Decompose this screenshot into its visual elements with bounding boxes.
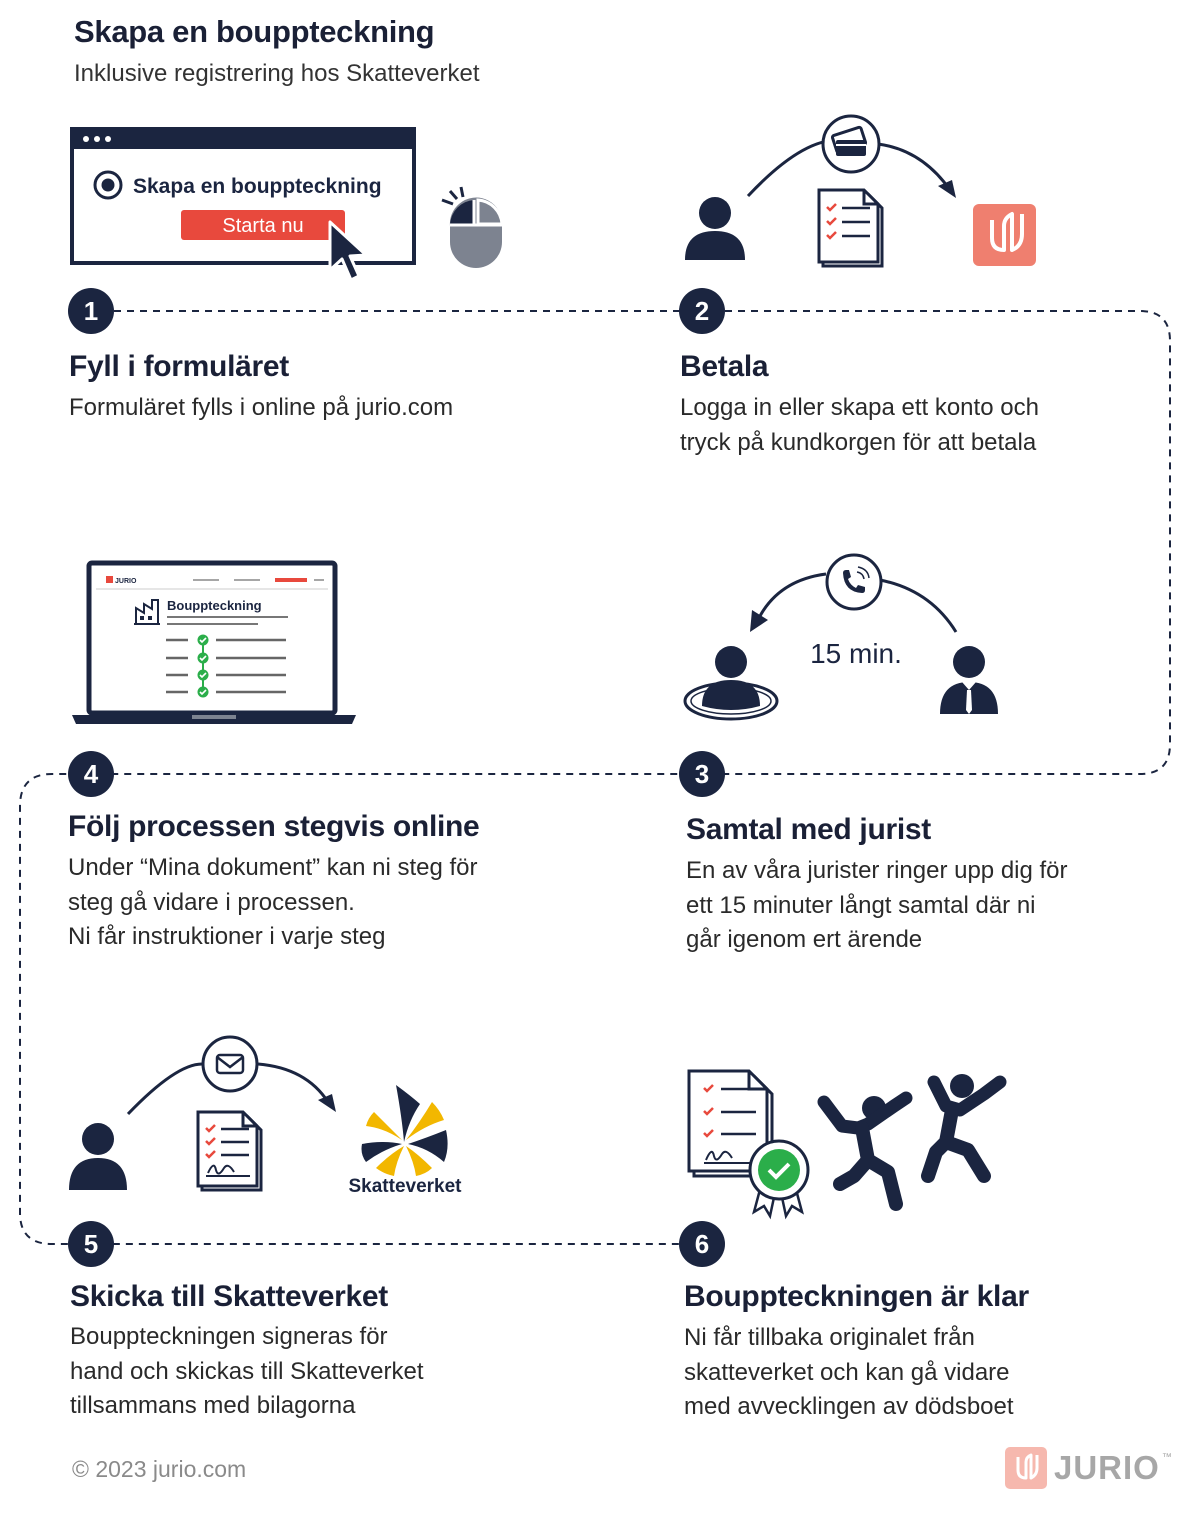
start-button[interactable]	[181, 210, 345, 240]
step-6-illustration	[687, 1069, 1007, 1220]
page-subtitle: Inklusive registrering hos Skatteverket	[74, 60, 480, 87]
step-1-title: Fyll i formuläret	[69, 350, 289, 383]
skatteverket-logo-text: Skatteverket	[348, 1176, 462, 1197]
step-3-badge: 3	[679, 751, 725, 797]
envelope-icon	[201, 1035, 259, 1093]
celebrating-people-icon	[817, 1074, 1007, 1211]
step-2-description: Logga in eller skapa ett konto och tryck…	[680, 394, 1039, 456]
step-2-badge: 2	[679, 288, 725, 334]
step-4-title: Följ processen stegvis online	[68, 810, 480, 843]
step-4-badge: 4	[68, 751, 114, 797]
step-3-title: Samtal med jurist	[686, 813, 931, 846]
trademark-mark: ™	[1161, 1452, 1172, 1463]
copyright: © 2023 jurio.com	[72, 1456, 247, 1482]
certified-document-icon	[687, 1069, 774, 1178]
step-6-badge: 6	[679, 1221, 725, 1267]
cursor-arrow-icon	[328, 220, 368, 282]
jurio-logo-icon	[973, 204, 1036, 266]
check-icon	[197, 634, 209, 698]
step-6-description: Ni får tillbaka originalet från skatteve…	[684, 1324, 1014, 1420]
radio-selected-icon	[93, 170, 123, 200]
step-5-title: Skicka till Skatteverket	[70, 1280, 388, 1313]
step-5-badge: 5	[68, 1221, 114, 1267]
jurio-footer-logo: JURIO ™	[1004, 1446, 1172, 1490]
phone-icon	[825, 553, 883, 611]
step-3-illustration: 15 min.	[683, 553, 998, 721]
lawyer-icon	[940, 646, 998, 714]
step-2-title: Betala	[680, 350, 769, 383]
person-icon	[69, 1123, 127, 1190]
page-title: Skapa en bouppteckning	[74, 14, 435, 49]
step-4-illustration: JURIO Bouppteckning	[72, 560, 356, 724]
rosette-check-icon	[748, 1139, 810, 1220]
signed-document-icon	[196, 1110, 263, 1192]
step-6-title: Bouppteckningen är klar	[684, 1280, 1029, 1313]
jurio-logo-icon	[1005, 1447, 1047, 1489]
step-1-description: Formuläret fylls i online på jurio.com	[69, 394, 454, 421]
jurio-wordmark: JURIO	[1054, 1449, 1160, 1486]
step-1-illustration: Skapa en bouppteckning Starta nu	[70, 127, 504, 282]
skatteverket-logo: Skatteverket	[348, 1085, 462, 1197]
step-3-description: En av våra jurister ringer upp dig för e…	[686, 857, 1068, 953]
call-duration: 15 min.	[810, 638, 902, 669]
person-icon	[685, 197, 745, 260]
step-4-description: Under “Mina dokument” kan ni steg för st…	[68, 854, 478, 950]
form-option-label: Skapa en bouppteckning	[133, 175, 382, 198]
checklist-rows	[166, 634, 286, 698]
step-1-badge: 1	[68, 288, 114, 334]
laptop-brand: JURIO	[115, 578, 137, 585]
mouse-icon	[441, 186, 504, 268]
laptop-icon: JURIO	[72, 560, 356, 724]
start-button-label: Starta nu	[222, 215, 303, 237]
estate-house-icon	[134, 599, 160, 625]
step-5-description: Bouppteckningen signeras för hand och sk…	[70, 1323, 424, 1419]
step-5-illustration: Skatteverket	[69, 1035, 462, 1197]
step-2-illustration	[685, 114, 1036, 268]
browser-window-icon	[70, 127, 416, 265]
laptop-doc-title: Bouppteckning	[167, 598, 262, 613]
checklist-document-icon	[817, 188, 884, 268]
person-icon	[683, 646, 779, 721]
credit-card-icon	[821, 114, 881, 174]
